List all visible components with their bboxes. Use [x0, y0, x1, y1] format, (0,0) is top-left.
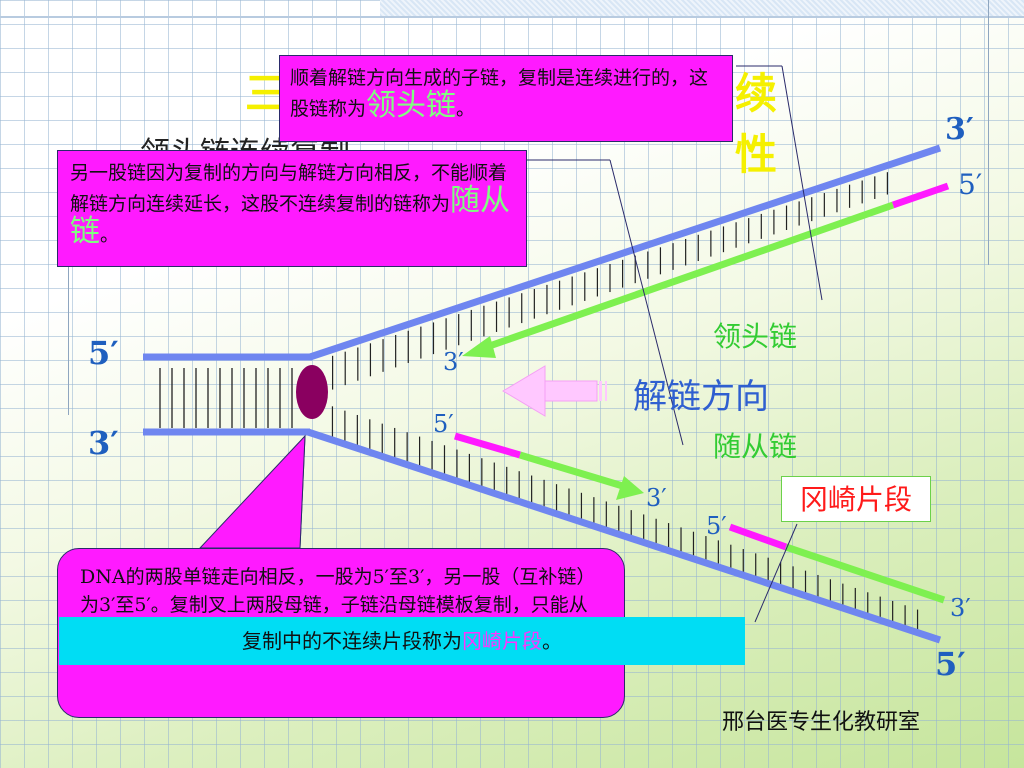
title-tail: 续性: [735, 69, 780, 179]
prime-upper-end: 3′: [945, 112, 974, 147]
label-lagging-strand: 随从链: [713, 430, 798, 463]
prime-lower-frag2-end: 3′: [950, 594, 971, 622]
callout-lagging-end: 。: [100, 224, 120, 246]
okazaki-note-end: 。: [542, 629, 562, 653]
base-pair-ticks-lower: [331, 406, 919, 632]
prime-left-top: 5′: [88, 334, 119, 372]
callout-leading-end: 。: [456, 98, 476, 120]
leading-arrow-head: [462, 336, 496, 358]
prime-upper-daughter-end: 5′: [958, 168, 983, 201]
footer-credit: 邢台医专生化教研室: [722, 710, 921, 735]
base-pair-ticks-left: [159, 368, 293, 428]
callout-leading-strand: 顺着解链方向生成的子链，复制是连续进行的，这股链称为领头链。: [279, 55, 733, 142]
prime-left-bottom: 3′: [88, 424, 119, 462]
parent-strand-lower: [306, 428, 942, 644]
leading-strand: [476, 201, 895, 354]
prime-lower-end: 5′: [935, 645, 966, 683]
primer-frag1: [454, 432, 521, 459]
frag1-arrow-head: [616, 476, 644, 500]
base-pair-ticks-upper: [332, 172, 888, 390]
top-pattern-bar: [380, 0, 1024, 16]
parent-strand-upper: [308, 144, 942, 361]
callout-leading-highlight: 领头链: [366, 88, 457, 123]
callout-lagging-highlight: 随从链: [70, 183, 511, 249]
prime-lower-frag2-start: 5′: [706, 512, 727, 540]
label-unwinding-direction: 解链方向: [633, 377, 769, 417]
callout-lagging-strand: 另一股链因为复制的方向与解链方向相反，不能顺着解链方向连续延长，这股不连续复制的…: [57, 150, 527, 267]
primer-frag2: [728, 523, 788, 551]
okazaki-fragment-2: [784, 543, 946, 604]
prime-lower-frag1-end: 3′: [646, 484, 667, 512]
label-okazaki-fragment: 冈崎片段: [781, 476, 931, 522]
okazaki-note-highlight: 冈崎片段: [462, 629, 542, 653]
okazaki-note-text: 复制中的不连续片段称为: [242, 629, 462, 653]
right-vertical-rule: [988, 0, 989, 265]
helicase: [296, 365, 328, 419]
prime-upper-daughter-tip: 3′: [443, 348, 464, 376]
okazaki-note-box: 复制中的不连续片段称为冈崎片段。: [59, 617, 745, 665]
label-leading-strand: 领头链: [713, 320, 798, 353]
top-rule: [0, 16, 1024, 18]
callout-leading-text: 顺着解链方向生成的子链，复制是连续进行的，这股链称为: [290, 67, 709, 120]
unwinding-arrow: [502, 365, 607, 417]
left-vertical-rule: [68, 160, 69, 415]
dna-callout-tail: [198, 434, 306, 549]
callout-lagging-text: 另一股链因为复制的方向与解链方向相反，不能顺着解链方向连续延长，这股不连续复制的…: [70, 162, 508, 215]
primer-upper: [891, 182, 950, 209]
okazaki-fragment-1: [518, 451, 628, 491]
prime-lower-frag1-start: 5′: [433, 410, 454, 438]
